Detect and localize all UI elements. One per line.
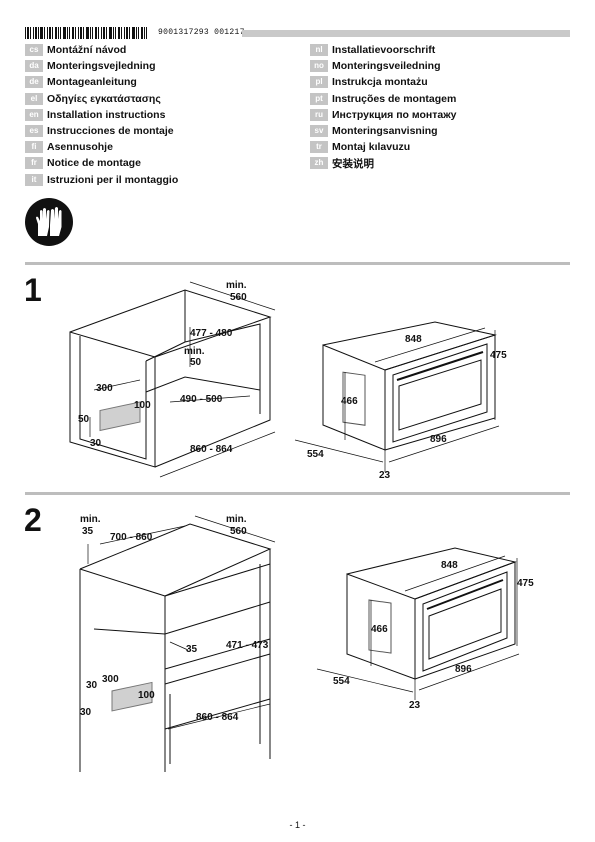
- dim-appliance-front-height: 466: [341, 396, 358, 407]
- dim-appliance-depth: 554: [333, 676, 350, 687]
- gloves-icon: [24, 197, 74, 252]
- barcode: [25, 26, 147, 44]
- page-number: - 1 -: [289, 820, 306, 830]
- step2-cabinet-diagram: min. 35 700 - 860 min. 560 35 471 - 473 …: [79, 514, 276, 772]
- document-number: 9001317293 001217: [158, 28, 245, 37]
- dim-inner-min: 50: [190, 357, 202, 368]
- section-divider: [25, 262, 570, 265]
- dim-gap-35: 35: [186, 644, 198, 655]
- dim-appliance-front-height: 466: [371, 624, 388, 635]
- step-number: 2: [24, 502, 42, 538]
- dim-cutout-height: 100: [138, 690, 155, 701]
- dim-appliance-width: 896: [455, 664, 472, 675]
- dim-width-min: 560: [230, 292, 247, 303]
- dim-height: 860 - 864: [190, 444, 233, 455]
- dim-min-label-left: min.: [80, 514, 101, 525]
- dim-min-label: min.: [226, 280, 247, 291]
- dim-bottom-depth: 490 - 500: [180, 394, 223, 405]
- step-number: 1: [24, 272, 42, 308]
- dim-appliance-front-thickness: 23: [409, 700, 421, 711]
- dim-width-min: 560: [230, 526, 247, 537]
- dim-min-label-right: min.: [226, 514, 247, 525]
- dim-bottom-gap: 30: [90, 438, 102, 449]
- dim-appliance-depth: 554: [307, 449, 324, 460]
- dim-appliance-width: 896: [430, 434, 447, 445]
- dim-gap-bottom: 30: [80, 707, 92, 718]
- dim-appliance-front-thickness: 23: [379, 470, 391, 481]
- dim-depth-range: 700 - 860: [110, 532, 153, 543]
- section-divider: [25, 492, 570, 495]
- dim-cutout-height: 100: [134, 400, 151, 411]
- step1-appliance-diagram: 848 475 466 554 896 23: [294, 321, 507, 481]
- dim-appliance-height: 475: [517, 578, 534, 589]
- dim-inner-min-label: min.: [184, 346, 205, 357]
- dim-left-gap: 50: [78, 414, 90, 425]
- dim-side-min: 35: [82, 526, 94, 537]
- dim-cutout-width: 300: [102, 674, 119, 685]
- dim-opening-height: 471 - 473: [226, 640, 269, 651]
- dim-depth: 477 - 480: [190, 328, 233, 339]
- step1-cabinet-diagram: min. 560 477 - 480 min. 50 490 - 500 860…: [69, 280, 276, 478]
- dim-inner-width: 860 - 864: [196, 712, 239, 723]
- header-bar: [242, 30, 570, 37]
- dim-appliance-height: 475: [490, 350, 507, 361]
- dim-appliance-width-inner: 848: [441, 560, 458, 571]
- dim-appliance-width-inner: 848: [405, 334, 422, 345]
- dim-gap-top: 30: [86, 680, 98, 691]
- step2-appliance-diagram: 848 475 466 554 896 23: [316, 547, 534, 711]
- dim-cutout-width: 300: [96, 383, 113, 394]
